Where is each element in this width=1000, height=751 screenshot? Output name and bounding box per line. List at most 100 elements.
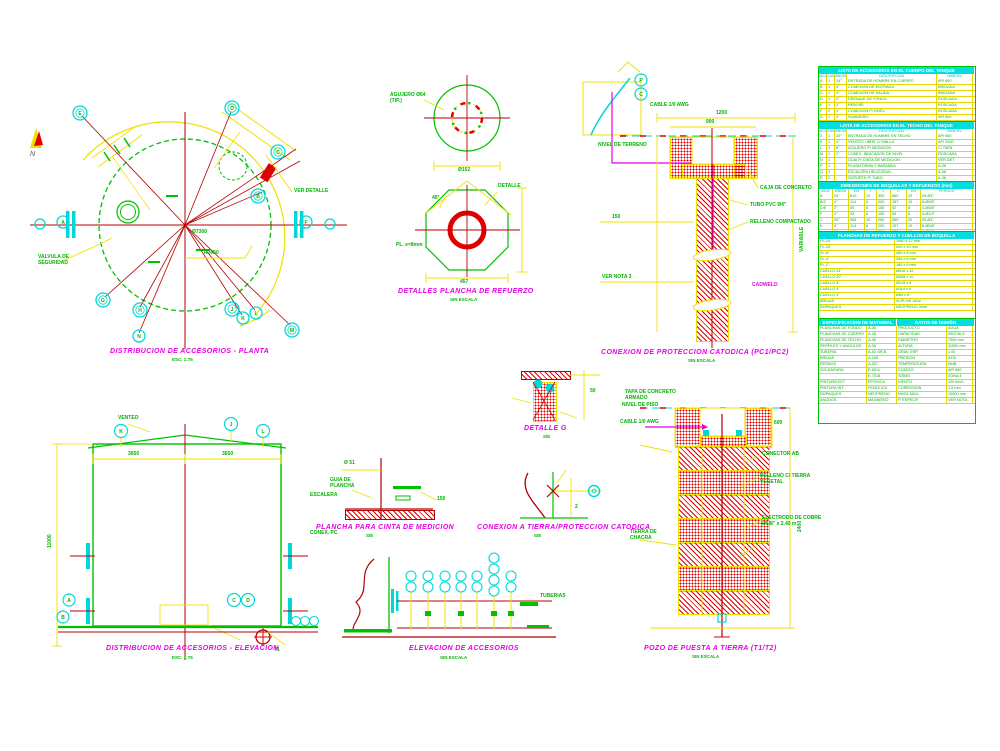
table-cell: 20" — [833, 218, 849, 223]
table-cell: 1 — [827, 164, 835, 169]
table-section-header: DIMENSIONES DE BOQUILLAS Y REFUERZOS (mm… — [819, 182, 975, 189]
plancha-cinta-scale: S/E — [366, 533, 374, 538]
table-cell: 150 — [877, 212, 891, 217]
cinta-l1: Ø 51 — [344, 460, 355, 466]
callout-label: P — [639, 78, 643, 84]
pozo-band-3 — [678, 494, 770, 520]
table-cell: 1 — [827, 152, 835, 157]
elev-t1-label: T1 — [274, 647, 280, 653]
callout-bubble: L — [249, 306, 263, 320]
table-cell: 1" — [833, 212, 849, 217]
pozo-cable-label: CABLE 1/0 AWG — [620, 419, 659, 425]
elevacion-scale: ESC. 1:75 — [172, 655, 193, 660]
callout-label: M — [290, 328, 294, 334]
table-cell: E-6011 — [867, 368, 897, 373]
table-cell: CONEXION DE SALIDA — [847, 91, 937, 96]
table-cell: CUELLO 2" — [819, 293, 895, 298]
callout-bubble: J — [223, 416, 239, 432]
pozo-nivel-label: NIVEL DE PISO — [622, 402, 659, 408]
table-row: CUELLO 24"Ø610 x 12 — [819, 269, 975, 275]
table-cell: 114 — [849, 200, 865, 205]
conexion-tierra-scale: S/E — [534, 533, 542, 538]
table-cell: A-36 — [867, 332, 897, 337]
table-cell: 2" — [835, 152, 847, 157]
table-cell: 8" — [835, 146, 847, 151]
table-cell: 24" — [835, 79, 847, 84]
table-cell: L — [877, 189, 891, 194]
tierra-l1: 2 — [575, 504, 578, 510]
table-cell: 8-Ø5/8" — [921, 200, 973, 205]
refuerzo-detalle-label: DETALLE — [498, 183, 521, 189]
table-cell: BRIDADA — [937, 85, 973, 90]
table-cell: ØNOM — [833, 189, 849, 194]
table-cell: CUELLO 4" — [819, 287, 895, 292]
table-cell: SLIP-ON 150# — [895, 299, 973, 304]
callout-label: C — [276, 150, 280, 156]
pozo-dim1: 600 — [774, 420, 783, 426]
table-cell: 200 — [877, 224, 891, 229]
table-cell: PLANCHAS DE FONDO — [819, 326, 867, 331]
table-cell: VIENTO — [897, 380, 947, 385]
schedule-tables: LISTA DE ACCESORIOS EN EL CUERPO DEL TAN… — [818, 66, 976, 424]
table-cell: A-36 — [867, 344, 897, 349]
table-cell: PL-20" — [819, 245, 895, 250]
table-cell: SOLDADURA — [819, 368, 867, 373]
table-cell: 12 — [907, 230, 921, 231]
table-cell: A-36 — [867, 338, 897, 343]
table-title: DATOS DE DISEÑO — [897, 319, 975, 326]
table-cell: C — [891, 189, 907, 194]
table-cell: ENTRADA DE HOMBRE EN TECHO — [847, 134, 937, 139]
pozo-tapa-label: TAPA DE CONCRETO ARMADO — [625, 389, 676, 401]
table-cell: DN — [849, 189, 865, 194]
elev-dim-b: 3650 — [222, 451, 234, 457]
pozo-title: POZO DE PUESTA A TIERRA (T1/T2) — [644, 645, 777, 652]
table-cell: R — [819, 176, 827, 181]
table-cell: 290 x 6 mm — [895, 257, 973, 262]
elev-dim-a: 3650 — [128, 451, 140, 457]
detalle-g-title: DETALLE G — [524, 425, 567, 432]
table-cell: REBOSE — [847, 103, 937, 108]
table-cell: 1 — [827, 79, 835, 84]
callout-label: G — [101, 298, 105, 304]
table-cell: ESCALERA HELICOIDAL — [847, 170, 937, 175]
callout-label: H — [138, 308, 142, 314]
callout-bubble: G — [95, 292, 111, 308]
callout-label: C — [639, 92, 643, 98]
table-cell: 2 — [827, 109, 835, 114]
table-cell: 20-Ø1" — [921, 218, 973, 223]
table-cell: 4-Ø1/2" — [921, 212, 973, 217]
table-cell: BRIDAS — [819, 299, 895, 304]
accesorios-l1: TUBERIAS — [540, 593, 566, 599]
table-cell: 219 — [849, 230, 865, 231]
callout-label: A — [67, 598, 71, 604]
callout-bubble: J — [224, 301, 240, 317]
table-cell: 1 — [827, 170, 835, 175]
table-cell: VER NOTA — [947, 398, 973, 403]
table-cell: OBSERV. — [937, 74, 973, 79]
table-cell: 4" — [835, 140, 847, 145]
table-cell: 120 km/h — [947, 380, 973, 385]
table-cell: CUELLO 8" — [819, 281, 895, 286]
table-cell: B — [819, 85, 827, 90]
table-cell: 4" — [835, 91, 847, 96]
table-cell: Q — [819, 170, 827, 175]
table-cell: 4" — [835, 115, 847, 120]
table-cell: C — [819, 91, 827, 96]
table-cell: A-105 — [867, 356, 897, 361]
table-cell: GRAV. ESP. — [897, 350, 947, 355]
plan-view — [30, 102, 347, 349]
